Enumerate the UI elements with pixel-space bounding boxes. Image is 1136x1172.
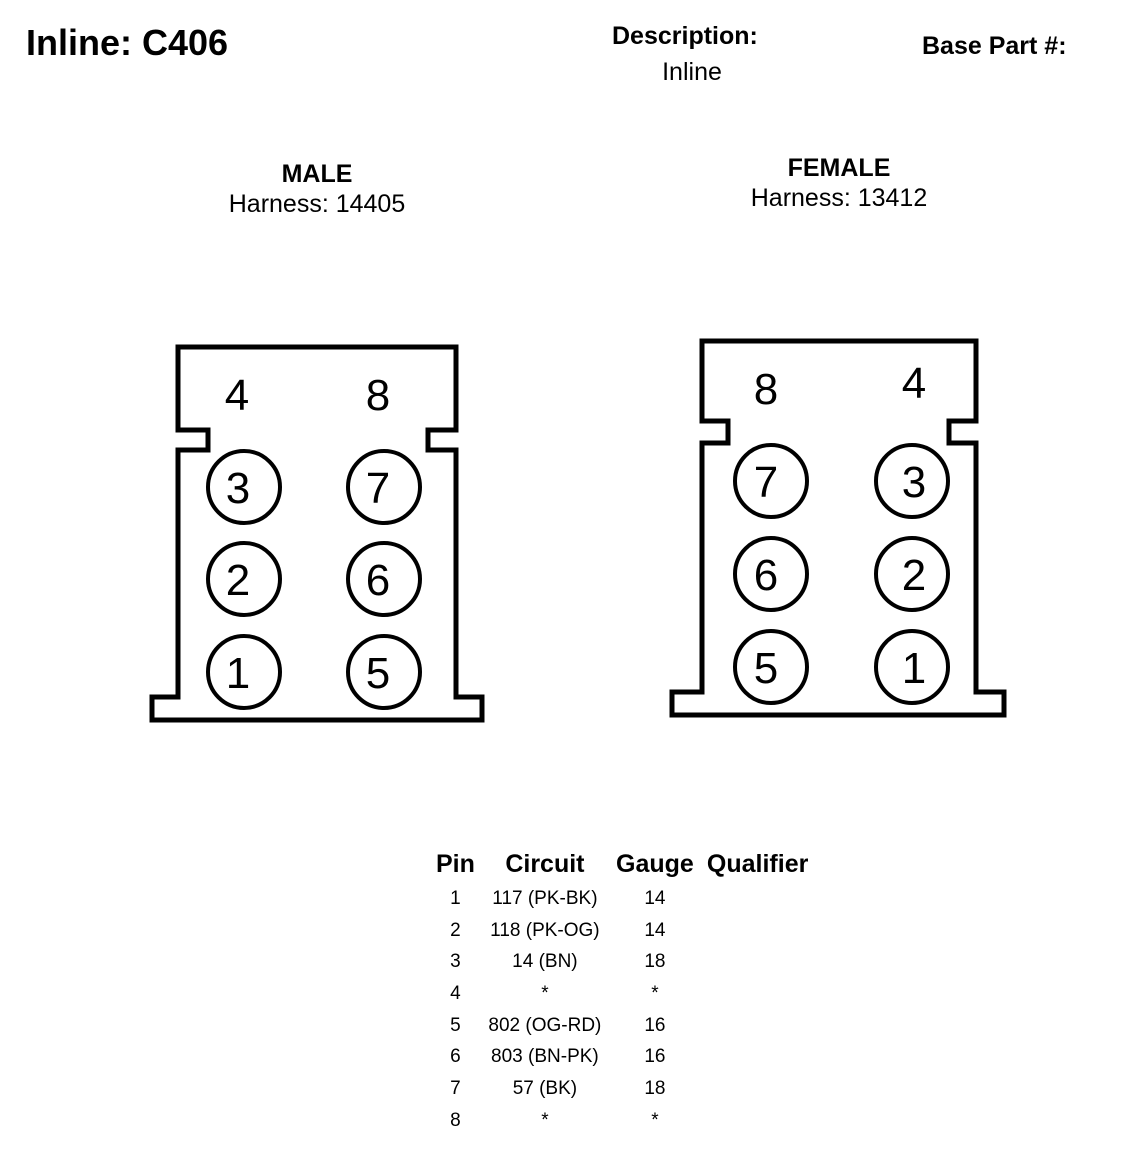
male-pin-circle <box>346 541 422 617</box>
cell-gauge: 16 <box>644 1046 666 1068</box>
cell-gauge: 18 <box>644 1077 666 1099</box>
cell-circuit: 14 (BN) <box>512 951 578 973</box>
cell-circuit: * <box>541 982 549 1004</box>
table-row: 5 802 (OG-RD) 16 <box>430 1010 814 1042</box>
female-pin-circle <box>874 536 950 612</box>
cell-pin: 1 <box>450 887 461 909</box>
table-header-row: Pin Circuit Gauge Qualifier <box>430 850 814 883</box>
female-harness: Harness: 13412 <box>750 184 928 212</box>
male-harness: Harness: 14405 <box>228 190 406 218</box>
female-pin-label: 7 <box>754 458 778 507</box>
table-row: 3 14 (BN) 18 <box>430 946 814 978</box>
male-pin-circle <box>346 634 422 710</box>
cell-pin: 7 <box>450 1077 461 1099</box>
male-pin-label: 1 <box>226 649 250 698</box>
female-pin-circle <box>733 629 809 705</box>
male-title: MALE <box>281 160 353 188</box>
female-pin-circle <box>874 629 950 705</box>
cell-qualifier <box>701 915 814 947</box>
male-pin-circle <box>346 449 422 525</box>
male-pin-circle <box>206 634 282 710</box>
table-row: 8 * * <box>430 1105 814 1137</box>
pin-table-wrapper: Pin Circuit Gauge Qualifier 1 117 (PK-BK… <box>430 850 814 1137</box>
table-row: 6 803 (BN-PK) 16 <box>430 1041 814 1073</box>
table-row: 1 117 (PK-BK) 14 <box>430 883 814 915</box>
header-gauge: Gauge <box>616 850 694 878</box>
female-pin-label: 2 <box>902 551 926 600</box>
cell-gauge: 18 <box>644 951 666 973</box>
female-pin-label: 5 <box>754 644 778 693</box>
male-pin-circle <box>206 541 282 617</box>
male-pin-label: 2 <box>226 556 250 605</box>
female-pin-label: 3 <box>902 458 926 507</box>
table-row: 7 57 (BK) 18 <box>430 1073 814 1105</box>
female-pin-label: 1 <box>902 644 926 693</box>
page-title: Inline: C406 <box>26 22 229 63</box>
male-pin-label: 5 <box>366 649 390 698</box>
header-qualifier: Qualifier <box>706 850 809 878</box>
cell-qualifier <box>701 1010 814 1042</box>
cell-qualifier <box>701 1041 814 1073</box>
cell-pin: 8 <box>450 1109 461 1131</box>
cell-qualifier <box>701 883 814 915</box>
male-pin-group: 3 7 2 6 1 5 <box>206 449 422 710</box>
cell-gauge: * <box>651 982 659 1004</box>
cell-pin: 6 <box>450 1046 461 1068</box>
cell-circuit: 117 (PK-BK) <box>492 887 598 909</box>
male-top-label-4: 4 <box>225 371 249 420</box>
cell-qualifier <box>701 978 814 1010</box>
female-pin-circle <box>733 536 809 612</box>
cell-circuit: 803 (BN-PK) <box>491 1046 599 1068</box>
header-circuit: Circuit <box>505 850 585 878</box>
cell-pin: 3 <box>450 951 461 973</box>
female-pin-circle <box>874 443 950 519</box>
female-top-label-8: 8 <box>754 365 778 414</box>
male-pin-label: 7 <box>366 464 390 513</box>
table-row: 2 118 (PK-OG) 14 <box>430 915 814 947</box>
cell-pin: 2 <box>450 919 461 941</box>
female-pin-group: 7 3 6 2 5 1 <box>733 443 950 705</box>
female-title: FEMALE <box>787 154 891 182</box>
female-pin-label: 6 <box>754 551 778 600</box>
description-label: Description: <box>612 22 758 50</box>
male-top-label-8: 8 <box>366 371 390 420</box>
cell-circuit: 118 (PK-OG) <box>490 919 600 941</box>
male-connector-outline <box>149 344 485 723</box>
cell-pin: 5 <box>450 1014 461 1036</box>
pin-table: Pin Circuit Gauge Qualifier 1 117 (PK-BK… <box>430 850 814 1137</box>
cell-circuit: 57 (BK) <box>512 1077 578 1099</box>
cell-circuit: * <box>541 1109 549 1131</box>
cell-gauge: 14 <box>644 887 666 909</box>
cell-qualifier <box>701 946 814 978</box>
description-value: Inline <box>662 58 722 86</box>
base-part-label: Base Part #: <box>922 32 1067 60</box>
male-pin-label: 3 <box>226 464 250 513</box>
header-pin: Pin <box>436 850 475 878</box>
male-pin-circle <box>206 449 282 525</box>
male-pin-label: 6 <box>366 556 390 605</box>
female-top-label-4: 4 <box>902 359 926 408</box>
cell-gauge: 16 <box>644 1014 666 1036</box>
cell-circuit: 802 (OG-RD) <box>488 1014 602 1036</box>
cell-qualifier <box>701 1105 814 1137</box>
cell-gauge: 14 <box>644 919 666 941</box>
table-row: 4 * * <box>430 978 814 1010</box>
cell-gauge: * <box>651 1109 659 1131</box>
female-pin-circle <box>733 443 809 519</box>
female-connector-outline <box>669 338 1007 718</box>
cell-qualifier <box>701 1073 814 1105</box>
cell-pin: 4 <box>450 982 461 1004</box>
